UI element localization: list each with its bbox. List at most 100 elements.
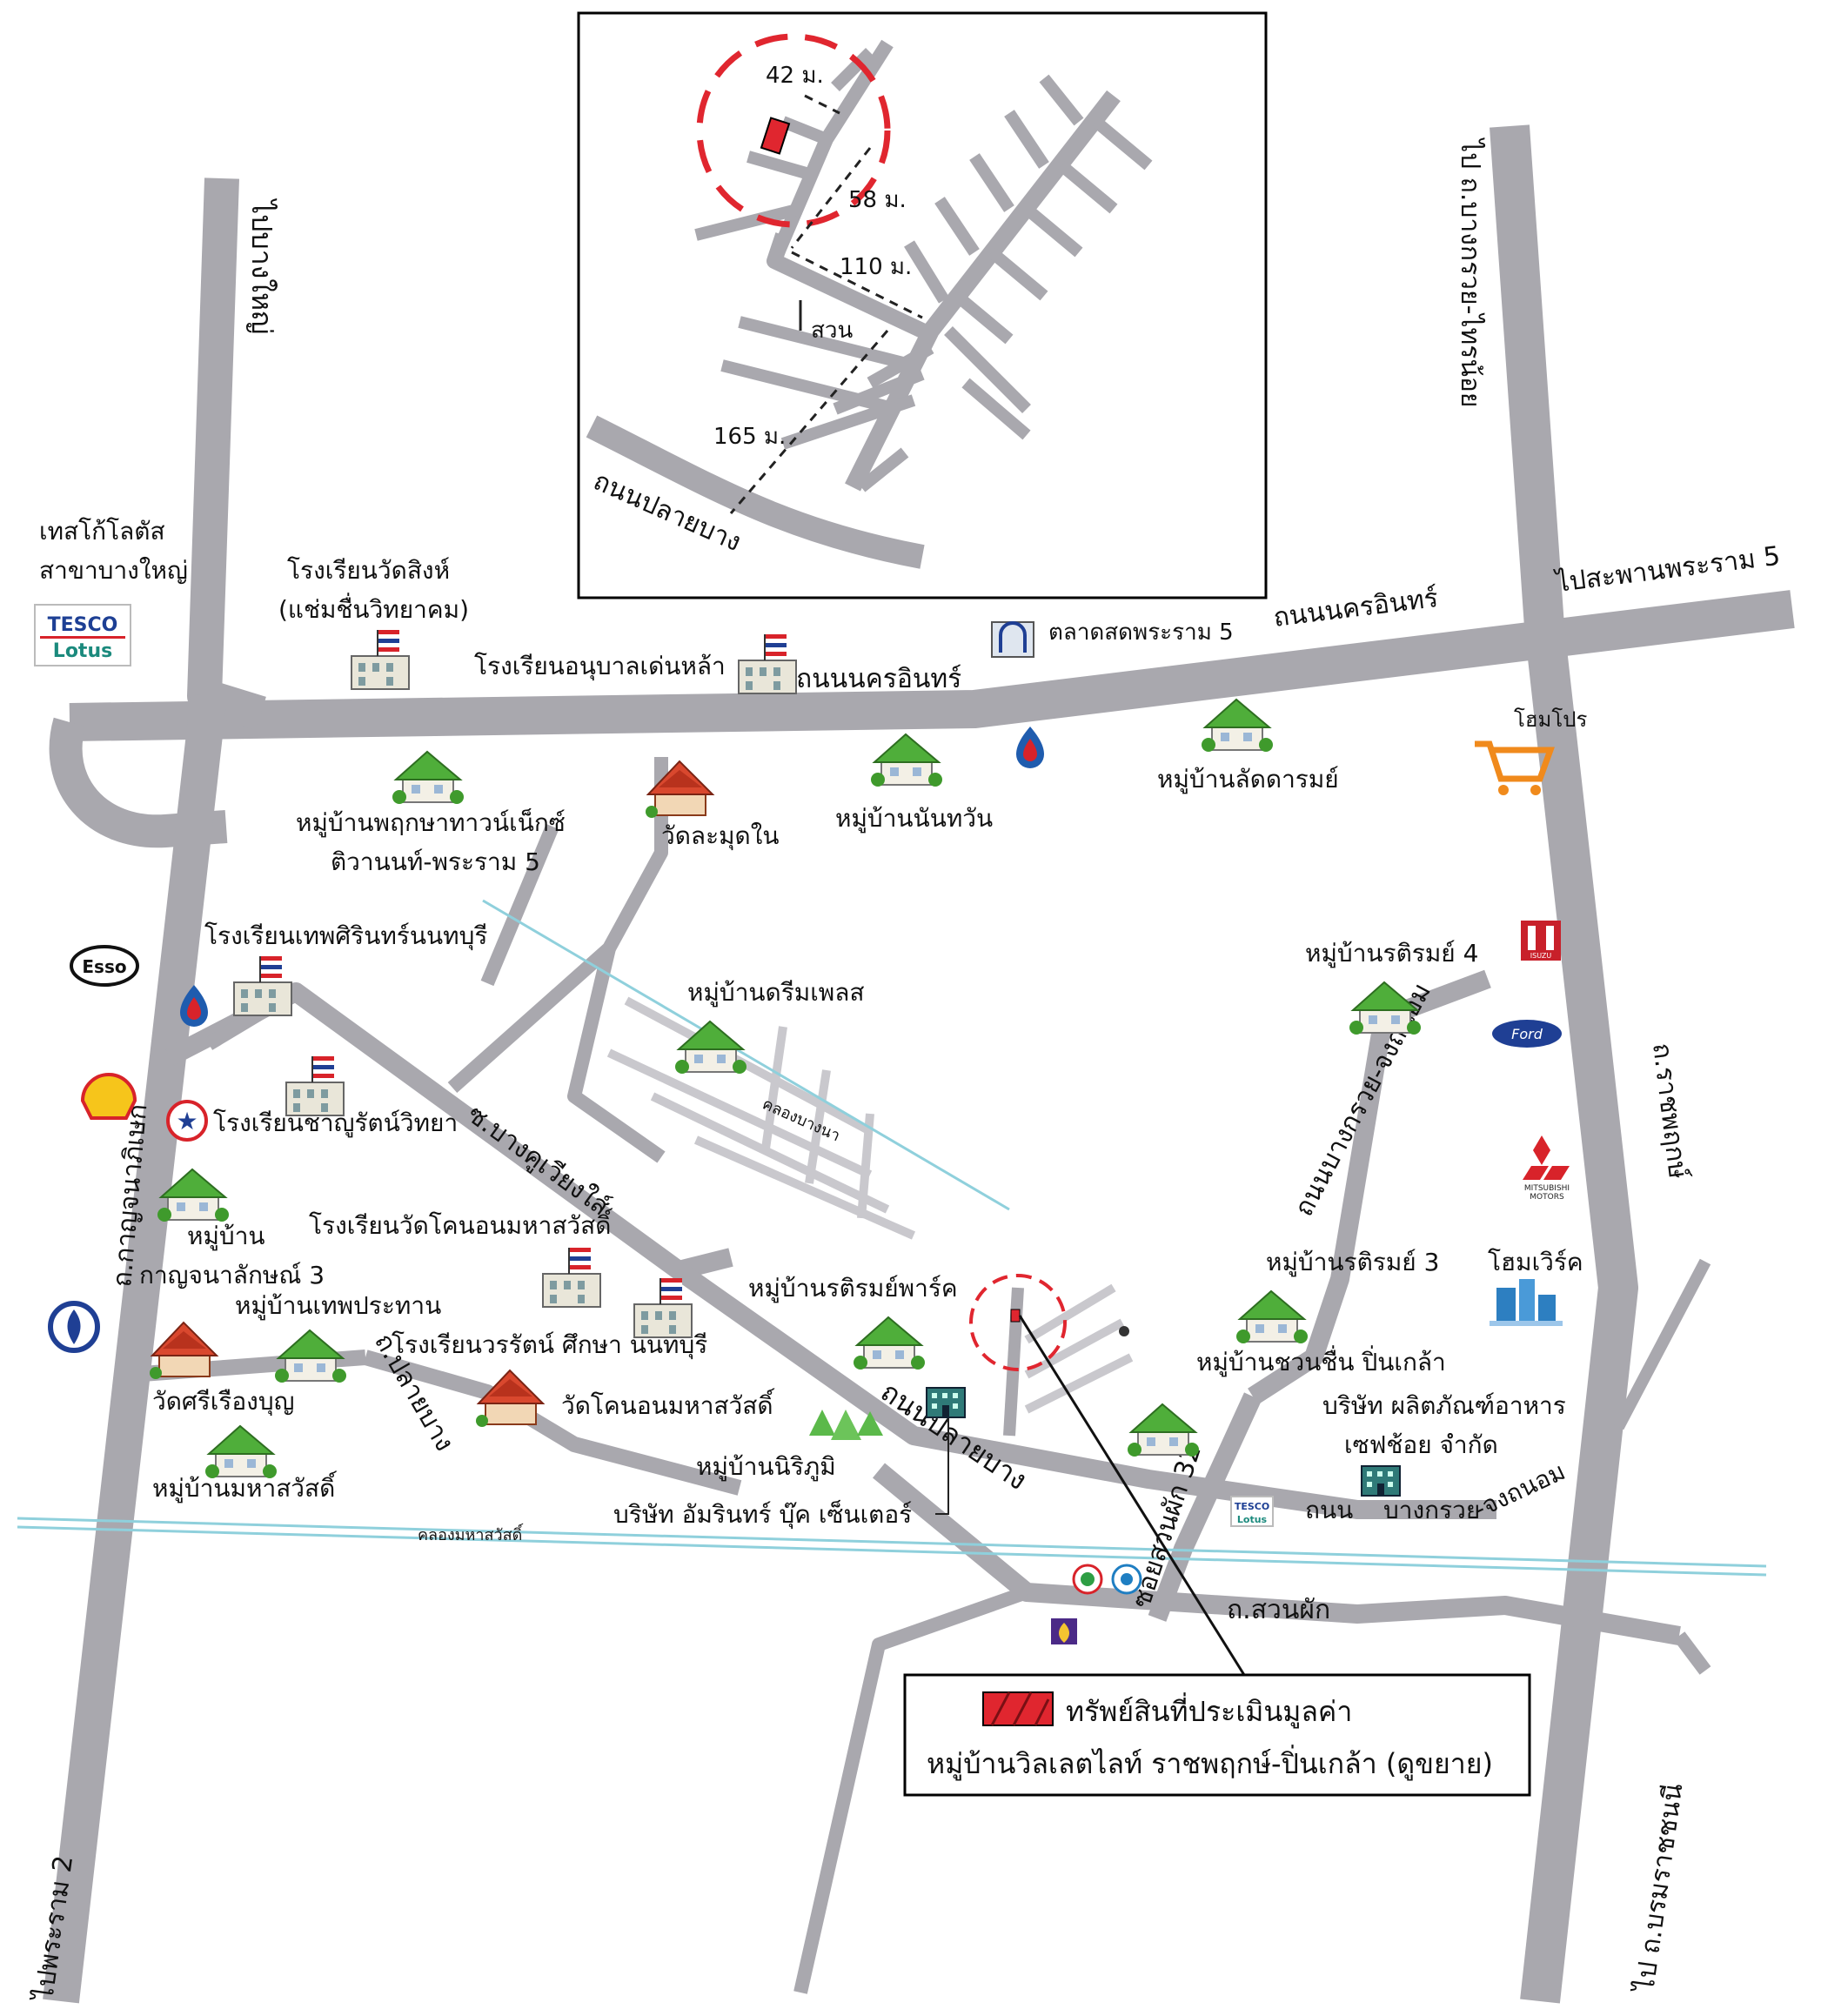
label-village-dreamplace: หมู่บ้านดรีมเพลส: [687, 978, 865, 1008]
inset-side-streets: [694, 48, 1153, 492]
label-to-borommaratchachonnani: ไป ถ.บรมราชชนนี: [1629, 1781, 1689, 1995]
village-maha-sawat-icon: [204, 1425, 278, 1479]
village-chuanchuen-icon: [1127, 1403, 1200, 1457]
village-ratirom-park-icon: [853, 1316, 926, 1370]
inset-garden: สวน: [811, 318, 853, 344]
road-ratchaphruek: [1490, 124, 1638, 2004]
svg-text:Lotus: Lotus: [53, 640, 112, 662]
legend-swatch-icon: [982, 1691, 1054, 1726]
village-latdarom-icon: [1201, 699, 1274, 753]
label-village-chuanchuen: หมู่บ้านชวนชื่น ปิ่นเกล้า: [1196, 1345, 1446, 1377]
homeworks-icon: [1490, 1279, 1563, 1326]
label-village-phruksa-2: ติวานนท์-พระราม 5: [331, 847, 540, 876]
label-school-wat-sing-1: โรงเรียนวัดสิงห์: [287, 556, 450, 585]
village-ratirom3-icon: [1235, 1290, 1309, 1344]
label-to-bangkruai-sainoi: ไป ถ.บางกรวย-ไทรน้อย: [1455, 137, 1486, 408]
school-chanyarat-icon: [285, 1055, 345, 1116]
road-bangkruai-north: [1248, 969, 1491, 1405]
safe-choi-icon: [1361, 1465, 1401, 1497]
label-village-latdarom: หมู่บ้านลัดดารมย์: [1157, 765, 1339, 794]
property-leader-line: [1018, 1315, 1246, 1676]
inset-distance-arrows: [729, 94, 923, 514]
ptt-icon-1: [1016, 727, 1044, 768]
label-wat-khanon: วัดโคนอนมหาสวัสดิ์: [561, 1388, 775, 1420]
label-nakhon-in-2: ถนนนครอินทร์: [796, 664, 961, 694]
svg-text:TESCO: TESCO: [48, 614, 118, 636]
label-village-maha-sawat: หมู่บ้านมหาสวัสดิ์: [152, 1470, 338, 1504]
label-village-nanthawan: หมู่บ้านนันทวัน: [835, 804, 993, 834]
village-nanthawan-icon: [870, 733, 943, 787]
road-ne-branch: [1612, 1258, 1711, 1430]
label-village-kanchana-1: หมู่บ้าน: [187, 1222, 265, 1251]
inset-dist-42: 42 ม.: [766, 63, 824, 89]
village-grid: [606, 996, 1134, 1414]
school-wat-khanon-icon: [542, 1247, 601, 1308]
svg-text:TESCO: TESCO: [1235, 1501, 1269, 1512]
svg-text:★: ★: [176, 1107, 197, 1135]
label-school-wat-sing-2: (แช่มชื่นวิทยาคม): [278, 593, 469, 624]
scb-logo: [48, 1301, 100, 1353]
label-bangkruai-south-a: ถนน: [1305, 1496, 1353, 1524]
inset-dist-110: 110 ม.: [840, 254, 912, 280]
road-suanphak-east: [1673, 1631, 1711, 1675]
village-thepprathan-icon: [274, 1329, 347, 1383]
label-homepro: โฮมโปร: [1514, 707, 1587, 732]
road-suanphak-west: [793, 1585, 1029, 1994]
kbank-logo: [1072, 1564, 1103, 1595]
label-school-anuban: โรงเรียนอนุบาลเด่นหล้า: [474, 652, 726, 681]
label-tesco-bangyai-1: เทสโก้โลตัส: [39, 517, 165, 546]
inset-map: 42 ม. 58 ม. 110 ม. 165 ม. สวน ถนนปลายบาง: [577, 11, 1268, 599]
label-to-rama5-bridge: ไปสะพานพระราม 5: [1553, 540, 1782, 599]
wat-khanon-icon: [475, 1370, 544, 1428]
svg-text:Ford: Ford: [1511, 1026, 1543, 1042]
label-market-rama5: ตลาดสดพระราม 5: [1048, 620, 1234, 646]
label-village-nirin: หมู่บ้านนิริภูมิ: [696, 1452, 836, 1482]
canal-maha-sawat: [17, 1517, 1767, 1568]
label-safe-choi-2: เซฟช้อย จำกัด: [1344, 1430, 1498, 1459]
label-safe-choi-1: บริษัท ผลิตภัณฑ์อาหาร: [1322, 1391, 1566, 1420]
cart-icon: [1475, 740, 1555, 795]
label-bang-khu-wiang: ซ.บางคูเวียงใส์: [461, 1099, 615, 1222]
landmarks: เทสโก้โลตัส สาขาบางใหญ่ TESCO Lotus โรงเ…: [34, 517, 1587, 1676]
label-wat-sirueangbun: วัดศรีเรืองบุญ: [152, 1387, 294, 1417]
road-loop: [49, 717, 228, 848]
road-inner-3: [480, 823, 559, 987]
school-anuban-icon: [738, 633, 797, 694]
svg-text:Esso: Esso: [82, 956, 126, 977]
label-village-ratirom3: หมู่บ้านรติรมย์ 3: [1266, 1248, 1439, 1277]
ford-logo: Ford: [1492, 1020, 1562, 1048]
svg-text:ISUZU: ISUZU: [1530, 952, 1552, 960]
svg-text:Lotus: Lotus: [1237, 1514, 1268, 1525]
label-tesco-bangyai-2: สาขาบางใหญ่: [39, 556, 188, 585]
label-school-chanyarat: โรงเรียนชาญูรัตน์วิทยา: [213, 1108, 458, 1138]
label-village-phruksa-1: หมู่บ้านพฤกษาทาวน์เน็กซ์: [296, 807, 566, 838]
caltex-logo: ★: [166, 1100, 208, 1142]
label-bangkruai-south-c: -จงถนอม: [1470, 1457, 1570, 1524]
inset-dist-58: 58 ม.: [848, 187, 907, 213]
wat-sirueangbun-icon: [149, 1322, 218, 1380]
property-focus-circle: [969, 1274, 1067, 1371]
label-school-thepsirin: โรงเรียนเทพศิรินทร์นนทบุรี: [204, 921, 487, 951]
road-suanphak: [873, 1463, 1681, 1645]
amarin-icon: [926, 1387, 966, 1418]
tesco-logo-bangyai: TESCO Lotus: [34, 604, 131, 666]
legend-property: ทรัพย์สินที่ประเมินมูลค่า: [1066, 1692, 1352, 1729]
mitsubishi-logo: MITSUBISHI MOTORS: [1523, 1135, 1570, 1202]
isuzu-logo: ISUZU: [1521, 921, 1561, 961]
label-village-thepprathan: หมู่บ้านเทพประทาน: [235, 1291, 441, 1321]
school-worarat-icon: [633, 1277, 693, 1338]
label-bangkruai-south-b: บางกรวย: [1383, 1496, 1480, 1524]
school-wat-sing-icon: [351, 629, 410, 690]
road-kanchanaphisek: [43, 693, 227, 2004]
label-village-kanchana-2: กาญจนาลักษณ์ 3: [139, 1261, 325, 1289]
village-phruksa-icon: [392, 751, 465, 805]
label-canal-maha-sawat: คลองมหาสวัสดิ์: [418, 1523, 524, 1544]
village-nirin-icon: [809, 1410, 883, 1440]
road-nakhon-in: [69, 590, 1795, 741]
soi-end-dot: [1119, 1326, 1129, 1336]
label-wat-lamut: วัดละมุดใน: [661, 821, 780, 851]
tesco-logo-small: TESCO Lotus: [1230, 1496, 1274, 1527]
label-amarin: บริษัท อัมรินทร์ บุ๊ค เซ็นเตอร์: [613, 1499, 912, 1530]
ktb-logo: [1111, 1564, 1142, 1595]
scb-logo-small: [1051, 1618, 1077, 1644]
